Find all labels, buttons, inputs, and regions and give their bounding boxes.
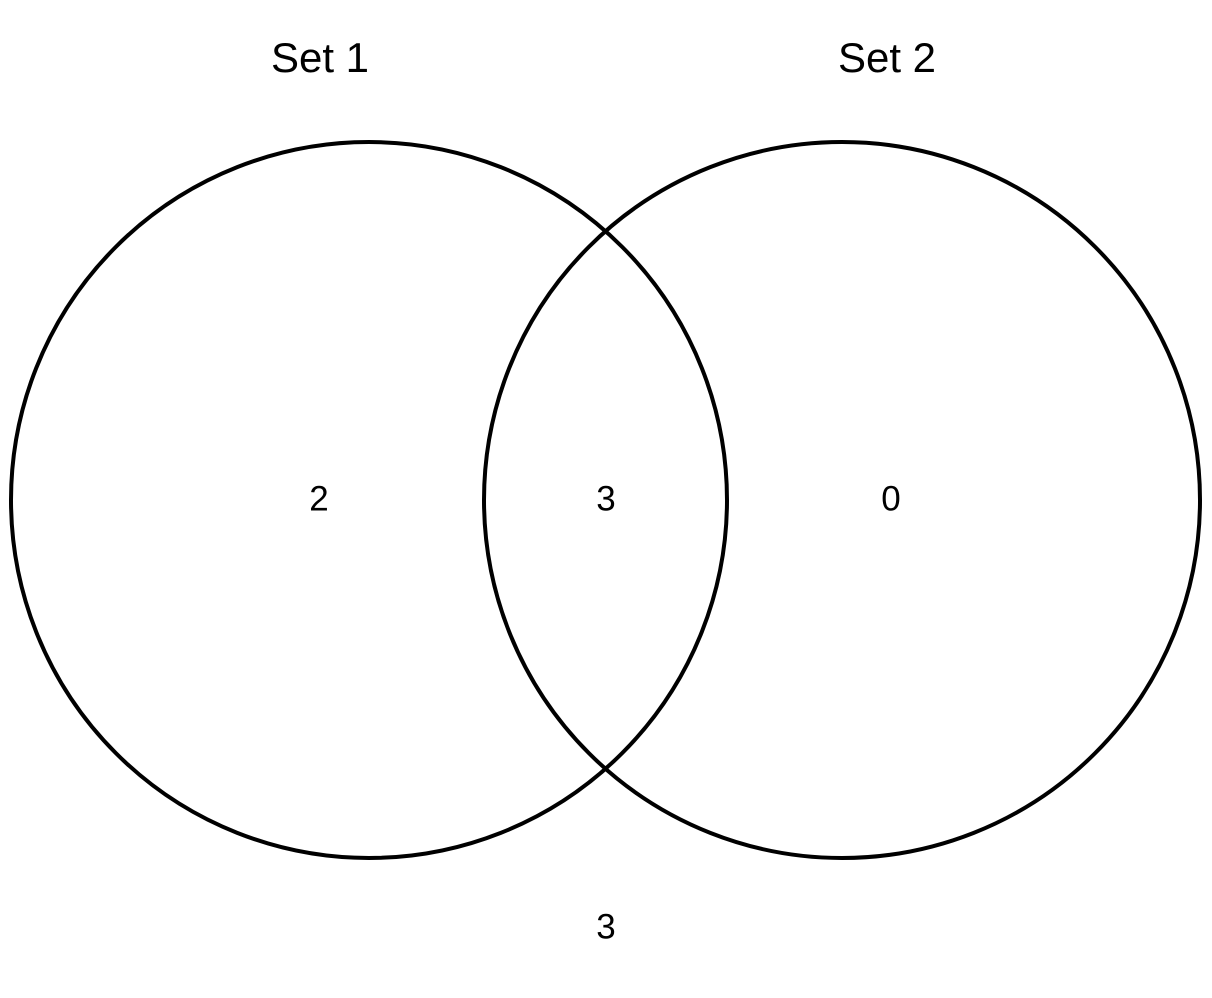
- set1-circle: [9, 140, 729, 860]
- region-label-set1-only: 2: [309, 479, 329, 519]
- region-label-set2-only: 0: [881, 479, 901, 519]
- set2-title: Set 2: [837, 34, 937, 81]
- region-label-outside: 3: [596, 907, 616, 947]
- set1-title: Set 1: [270, 34, 370, 81]
- region-label-intersection: 3: [596, 479, 616, 519]
- set2-circle: [482, 140, 1202, 860]
